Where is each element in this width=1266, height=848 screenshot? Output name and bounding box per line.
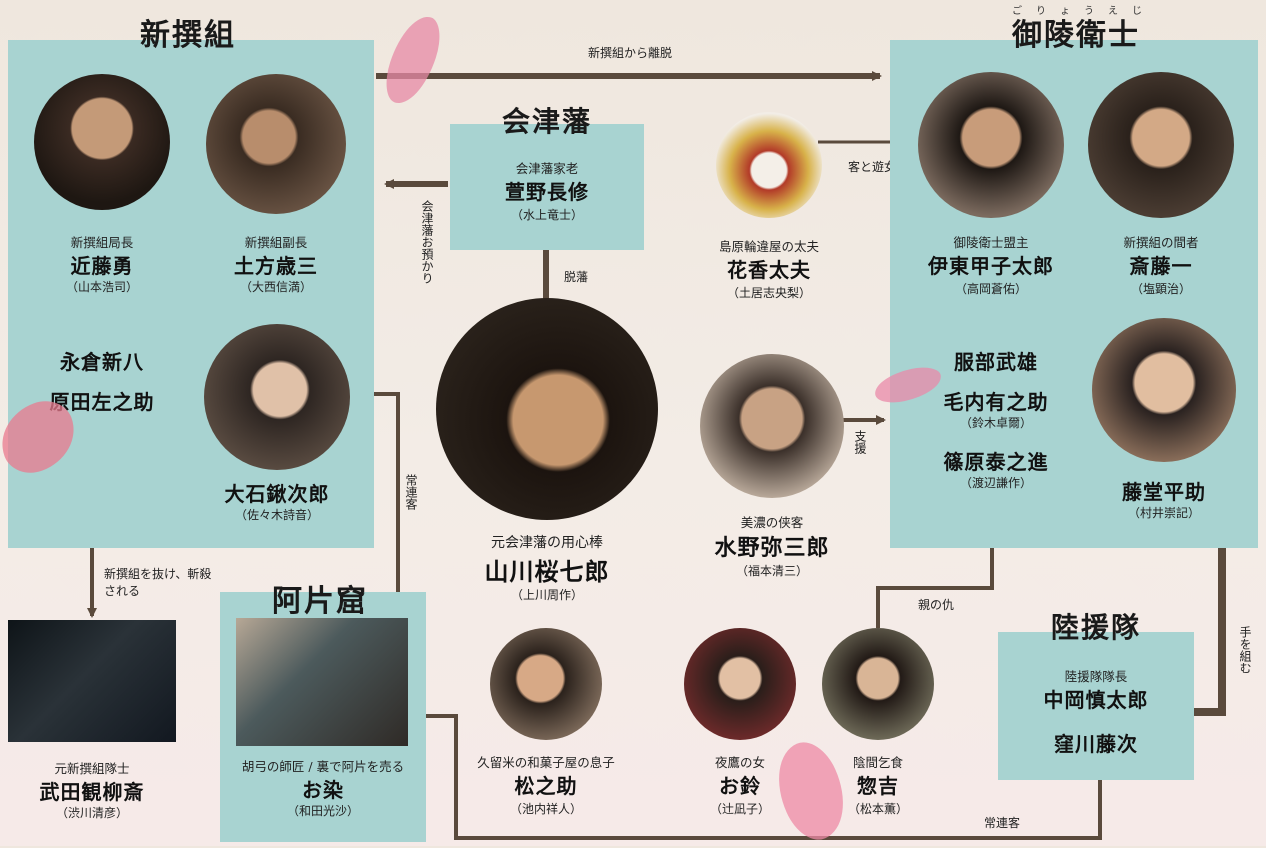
kayano-name: 萱野長修	[505, 180, 589, 204]
label-alliance: 手を組む	[1238, 626, 1252, 674]
shinohara-actor: （渡辺謙作）	[959, 476, 1032, 490]
aizu-title: 会津藩	[501, 105, 592, 138]
label-support: 支援	[853, 430, 867, 454]
saito-name: 斎藤一	[1129, 254, 1193, 278]
osuzu-name: お鈴	[719, 774, 761, 798]
mizuno-portrait	[700, 354, 844, 498]
kayano-role: 会津藩家老	[515, 161, 579, 176]
osuzu-actor: （辻凪子）	[709, 802, 770, 816]
kondo-role: 新撰組局長	[70, 235, 134, 250]
label-courtesan: 客と遊女	[848, 160, 897, 174]
yamakawa-role: 元会津藩の用心棒	[491, 535, 603, 551]
arrow-regular-rikuentai	[426, 714, 1105, 840]
hijikata-name: 土方歳三	[234, 254, 318, 278]
oishi-portrait	[204, 324, 350, 470]
goryo-ruby: ごりょうえじ	[1012, 6, 1156, 17]
label-aizu-custody: 会津藩お預かり	[420, 200, 434, 284]
mouchi-name: 毛内有之助	[943, 390, 1049, 414]
hanaka-portrait	[716, 112, 822, 218]
takeda-actor: （渋川清彦）	[55, 806, 128, 820]
hijikata-portrait	[206, 74, 346, 214]
ito-actor: （高岡蒼佑）	[954, 282, 1027, 296]
nagakura-name: 永倉新八	[60, 350, 144, 374]
line-alliance	[1194, 548, 1226, 716]
osome-role: 胡弓の師匠 / 裏で阿片を売る	[241, 759, 405, 774]
nakaoka-role: 陸援隊隊長	[1064, 669, 1128, 684]
yamakawa-portrait	[436, 298, 658, 520]
shinsengumi-title: 新撰組	[140, 18, 236, 53]
label-regular-rikuentai: 常連客	[984, 816, 1021, 830]
hanaka-role: 島原輪違屋の太夫	[718, 239, 819, 254]
sokichi-portrait	[822, 628, 934, 740]
sokichi-role: 陰間乞食	[852, 755, 903, 770]
rikuentai-title: 陸援隊	[1050, 611, 1141, 644]
label-left-killed: 新撰組を抜け、斬殺される	[104, 567, 212, 598]
hattori-name: 服部武雄	[954, 350, 1038, 374]
osome-photo	[236, 618, 408, 746]
ito-role: 御陵衛士盟主	[953, 235, 1029, 250]
oishi-actor: （佐々木詩音）	[234, 508, 319, 522]
hijikata-role: 新撰組副長	[244, 235, 308, 250]
nakaoka-name: 中岡慎太郎	[1043, 688, 1149, 712]
goryo-title: 御陵衛士	[1012, 18, 1140, 53]
sokichi-name: 惣吉	[857, 774, 899, 798]
todo-portrait	[1092, 318, 1236, 462]
sokichi-actor: （松本薫）	[847, 802, 908, 816]
label-dappan: 脱藩	[564, 270, 589, 284]
todo-name: 藤堂平助	[1122, 480, 1206, 504]
osuzu-portrait	[684, 628, 796, 740]
mouchi-actor: （鈴木卓爾）	[959, 416, 1032, 430]
kondo-portrait	[34, 74, 170, 210]
hijikata-actor: （大西信満）	[239, 280, 312, 294]
kayano-actor: （水上竜士）	[510, 208, 583, 222]
label-revenge: 親の仇	[918, 598, 955, 612]
osuzu-role: 夜鷹の女	[714, 755, 765, 770]
aizu-panel	[450, 124, 644, 250]
oishi-name: 大石鍬次郎	[224, 482, 330, 506]
rikuentai-panel	[998, 632, 1194, 780]
matsunosuke-actor: （池内祥人）	[509, 802, 582, 816]
ahen-title: 阿片窟	[272, 584, 368, 619]
kondo-name: 近藤勇	[70, 254, 134, 278]
hanaka-actor: （土居志央梨）	[726, 286, 811, 300]
ito-portrait	[918, 72, 1064, 218]
takeda-photo	[8, 620, 176, 742]
yamakawa-name: 山川桜七郎	[484, 557, 610, 586]
osome-actor: （和田光沙）	[286, 804, 359, 818]
takeda-role: 元新撰組隊士	[54, 761, 130, 776]
kondo-actor: （山本浩司）	[65, 280, 138, 294]
mizuno-role: 美濃の侠客	[740, 515, 804, 530]
shinohara-name: 篠原泰之進	[943, 450, 1049, 474]
mizuno-actor: （福本清三）	[735, 564, 808, 578]
yamakawa-actor: （上川周作）	[510, 588, 583, 602]
matsunosuke-name: 松之助	[514, 774, 578, 798]
label-defect: 新撰組から離脱	[588, 46, 673, 60]
saito-actor: （塩顕治）	[1130, 282, 1191, 296]
hanaka-name: 花香太夫	[727, 258, 811, 282]
saito-portrait	[1088, 72, 1234, 218]
todo-actor: （村井崇記）	[1127, 506, 1200, 520]
matsunosuke-role: 久留米の和菓子屋の息子	[477, 755, 615, 770]
mizuno-name: 水野弥三郎	[714, 535, 830, 561]
matsunosuke-portrait	[490, 628, 602, 740]
kubokawa-name: 窪川藤次	[1054, 732, 1138, 756]
saito-role: 新撰組の間者	[1123, 235, 1199, 250]
osome-name: お染	[302, 778, 344, 802]
label-regular-osome: 常連客	[404, 474, 418, 510]
takeda-name: 武田観柳斎	[39, 780, 145, 804]
ito-name: 伊東甲子太郎	[928, 254, 1054, 278]
